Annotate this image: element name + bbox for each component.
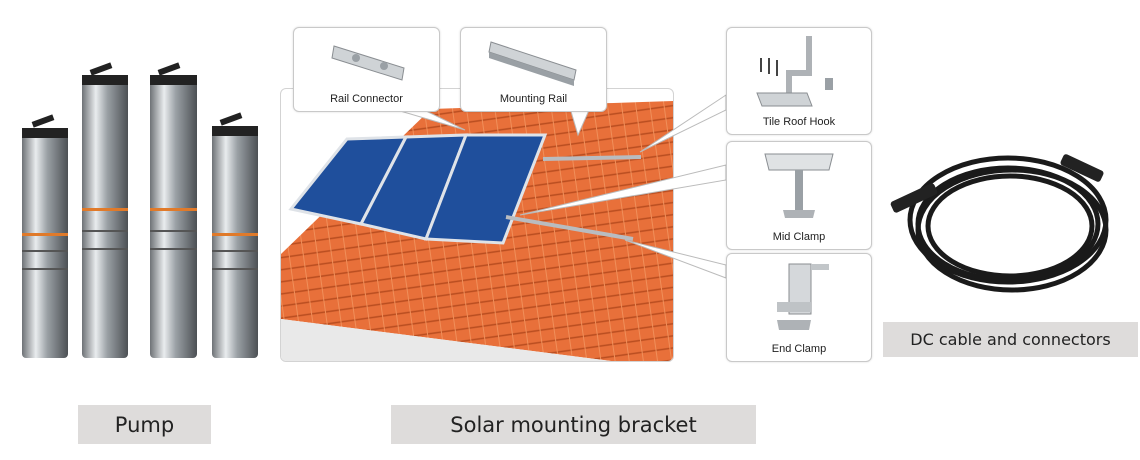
callout-end-clamp: End Clamp [726,253,872,362]
mc4-connector-left [890,183,938,213]
end-clamp-label: End Clamp [771,343,827,355]
callout-rail-connector: Rail Connector [293,27,440,112]
pump-3 [150,62,197,358]
rail-connector-icon [331,45,405,81]
pump-2 [82,62,128,358]
callout-mounting-rail: Mounting Rail [460,27,607,112]
solar-mounting-bracket-label: Solar mounting bracket [391,405,756,444]
mid-clamp-icon [764,153,834,218]
tile-roof-hook-label: Tile Roof Hook [762,116,836,128]
mc4-connector-right [1060,154,1104,182]
roof-diagram [280,88,674,362]
pump-images [22,62,258,358]
dc-cable-label: DC cable and connectors [883,322,1138,357]
pump-1 [22,114,68,358]
mounting-rail-label: Mounting Rail [499,93,568,105]
callout-tile-roof-hook: Tile Roof Hook [726,27,872,135]
tile-roof-hook-icon [756,36,833,107]
pump-label: Pump [78,405,211,444]
roof-illustration [281,101,673,361]
rail-connector-label: Rail Connector [330,93,403,105]
solar-panels [288,133,548,245]
end-clamp-icon [777,263,829,330]
callout-mid-clamp: Mid Clamp [726,141,872,250]
pump-4 [212,112,258,358]
mounting-rail-icon [488,41,577,86]
dc-cable-image [890,154,1109,293]
mid-clamp-label: Mid Clamp [772,231,826,243]
